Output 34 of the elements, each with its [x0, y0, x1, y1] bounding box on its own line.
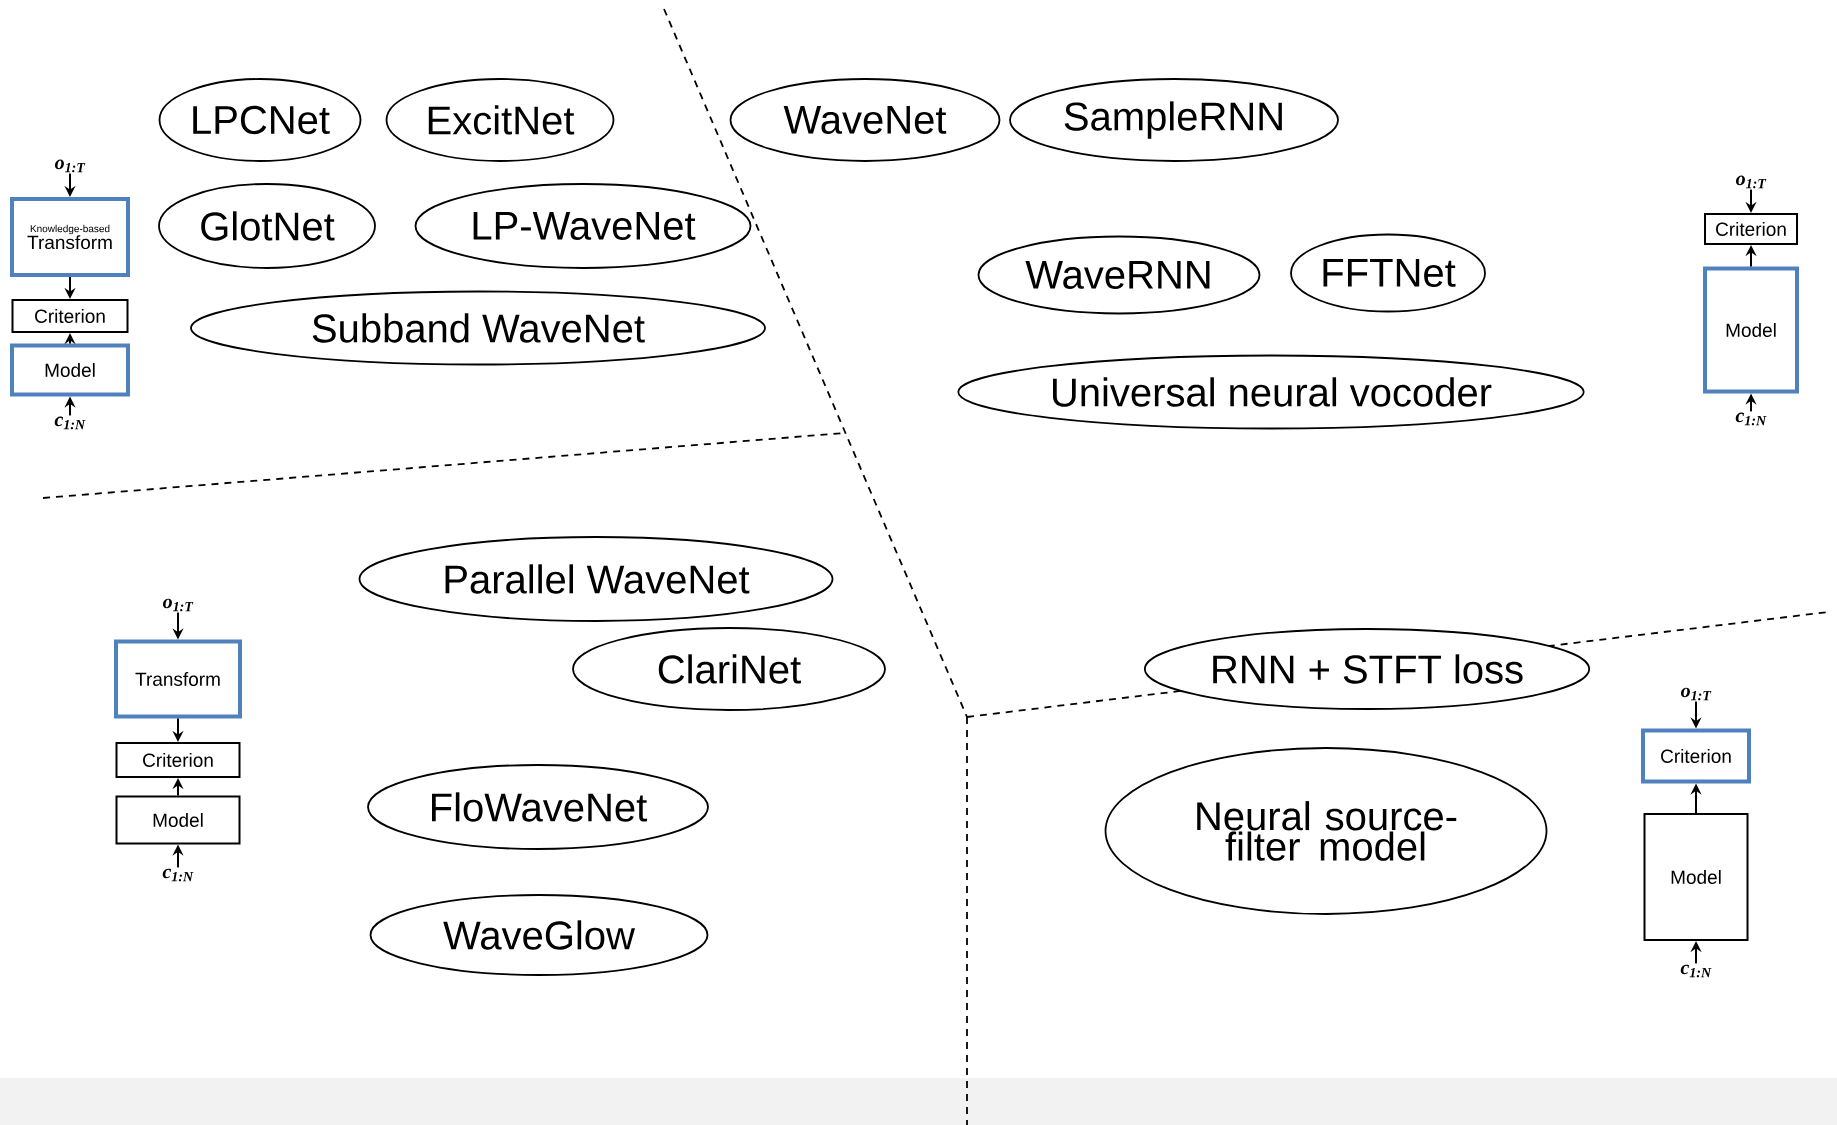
- math-label: o$_{1:T}$: [1680, 687, 1712, 701]
- process-box: Model: [1643, 813, 1749, 941]
- ellipse-node: Subband WaveNet: [190, 290, 766, 366]
- process-box: Transform: [114, 639, 242, 719]
- math-label: c$_{1:N}$: [1735, 412, 1767, 426]
- ellipse-node: Neural source-filter model: [1104, 747, 1548, 915]
- ellipse-node: LPCNet: [158, 78, 362, 162]
- math-label: o$_{1:T}$: [54, 159, 86, 173]
- ellipse-node: GlotNet: [158, 183, 376, 269]
- process-box: Criterion: [1641, 728, 1751, 784]
- ellipse-node: FFTNet: [1290, 233, 1486, 313]
- ellipse-node: LP-WaveNet: [414, 183, 752, 269]
- math-label: o$_{1:T}$: [1736, 175, 1767, 189]
- ellipse-node: ExcitNet: [385, 78, 615, 162]
- process-box: Criterion: [11, 299, 129, 333]
- math-label: c$_{1:N}$: [162, 868, 194, 882]
- ellipse-node: WaveGlow: [369, 894, 709, 976]
- process-box: Knowledge-based Transform: [10, 197, 130, 277]
- ellipse-node: FloWaveNet: [367, 764, 709, 850]
- ellipse-node: ClariNet: [572, 627, 886, 711]
- math-label: c$_{1:N}$: [1680, 964, 1712, 978]
- process-box: Model: [10, 343, 130, 397]
- process-box: Model: [1703, 266, 1799, 394]
- process-box: Criterion: [115, 742, 241, 778]
- math-label: c$_{1:N}$: [54, 416, 86, 430]
- ellipse-node: RNN + STFT loss: [1144, 628, 1591, 710]
- ellipse-node: Universal neural vocoder: [957, 354, 1585, 430]
- math-label: o$_{1:T}$: [162, 598, 194, 612]
- ellipse-node: Parallel WaveNet: [358, 536, 834, 622]
- ellipse-node: WaveNet: [729, 78, 1001, 162]
- process-box: Model: [115, 795, 241, 845]
- ellipse-node: WaveRNN: [977, 235, 1261, 315]
- process-box: Criterion: [1704, 213, 1798, 245]
- ellipse-node: SampleRNN: [1009, 78, 1339, 162]
